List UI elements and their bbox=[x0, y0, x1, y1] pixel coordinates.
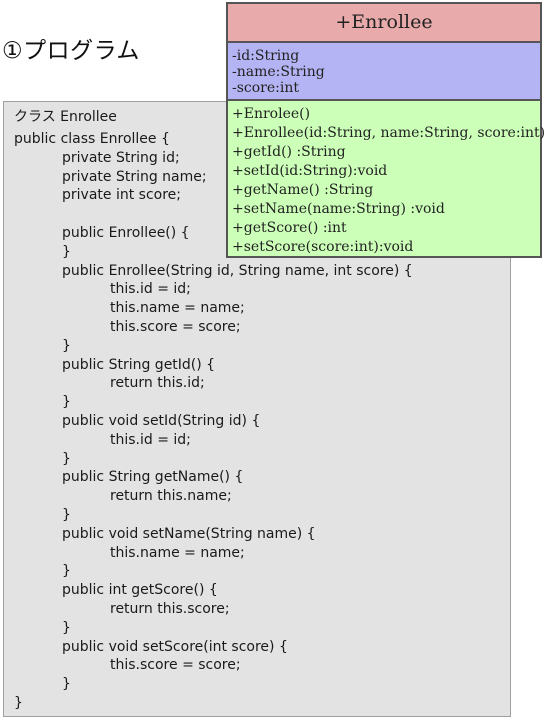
code-line: public String getName() { bbox=[62, 469, 244, 486]
code-body: public class Enrollee { private String id… bbox=[14, 130, 413, 713]
uml-operation: +getName() :String bbox=[232, 182, 374, 198]
code-line: } bbox=[62, 619, 71, 636]
code-line: } bbox=[62, 243, 71, 260]
code-line: public int getScore() { bbox=[62, 582, 218, 599]
code-caption: クラス Enrollee bbox=[14, 109, 117, 125]
uml-operation: +getScore() :int bbox=[232, 220, 347, 236]
uml-operation: +Enrolee() bbox=[232, 106, 311, 122]
code-line: this.score = score; bbox=[110, 657, 241, 674]
code-line: this.score = score; bbox=[110, 318, 241, 335]
code-line: public class Enrollee { bbox=[14, 131, 170, 147]
code-line: } bbox=[62, 506, 71, 523]
uml-operation: +Enrollee(id:String, name:String, score:… bbox=[232, 125, 544, 141]
code-line: public String getId() { bbox=[62, 356, 216, 373]
code-line: private int score; bbox=[62, 187, 181, 204]
uml-operation: +setScore(score:int):void bbox=[232, 239, 414, 255]
uml-class-box: +Enrollee -id:String-name:String-score:i… bbox=[226, 2, 544, 258]
code-line: } bbox=[14, 694, 23, 711]
uml-class-name: +Enrollee bbox=[228, 4, 540, 43]
section-title: ①プログラム bbox=[2, 38, 140, 64]
uml-attributes-compartment: -id:String-name:String-score:int bbox=[228, 43, 540, 101]
code-line: this.id = id; bbox=[110, 431, 191, 448]
code-line: public void setScore(int score) { bbox=[62, 638, 288, 655]
code-line: return this.name; bbox=[110, 488, 232, 505]
code-line: this.name = name; bbox=[110, 544, 245, 561]
uml-attributes-list: -id:String-name:String-score:int bbox=[228, 43, 540, 96]
code-line: } bbox=[62, 676, 71, 693]
uml-attribute: -id:String bbox=[232, 48, 300, 64]
code-line: } bbox=[62, 394, 71, 411]
code-line: public Enrollee() { bbox=[62, 224, 190, 241]
code-line: return this.score; bbox=[110, 600, 230, 617]
code-line: this.name = name; bbox=[110, 300, 245, 317]
code-line: } bbox=[62, 563, 71, 580]
code-line: this.id = id; bbox=[110, 281, 191, 298]
uml-operations-list: +Enrolee() +Enrollee(id:String, name:Stri… bbox=[228, 101, 544, 257]
uml-operation: +setName(name:String) :void bbox=[232, 201, 445, 217]
uml-operations-compartment: +Enrolee() +Enrollee(id:String, name:Stri… bbox=[228, 101, 544, 257]
code-line: } bbox=[62, 450, 71, 467]
code-line: public void setName(String name) { bbox=[62, 525, 316, 542]
code-line: return this.id; bbox=[110, 375, 205, 392]
uml-attribute: -name:String bbox=[232, 64, 325, 80]
uml-operation: +setId(id:String):void bbox=[232, 163, 388, 179]
code-line: } bbox=[62, 337, 71, 354]
code-line: private String id; bbox=[62, 149, 180, 166]
code-line: public void setId(String id) { bbox=[62, 412, 261, 429]
uml-operation: +getId() :String bbox=[232, 144, 346, 160]
code-line: public Enrollee(String id, String name, … bbox=[62, 262, 413, 279]
code-line: private String name; bbox=[62, 168, 207, 185]
uml-attribute: -score:int bbox=[232, 80, 299, 96]
